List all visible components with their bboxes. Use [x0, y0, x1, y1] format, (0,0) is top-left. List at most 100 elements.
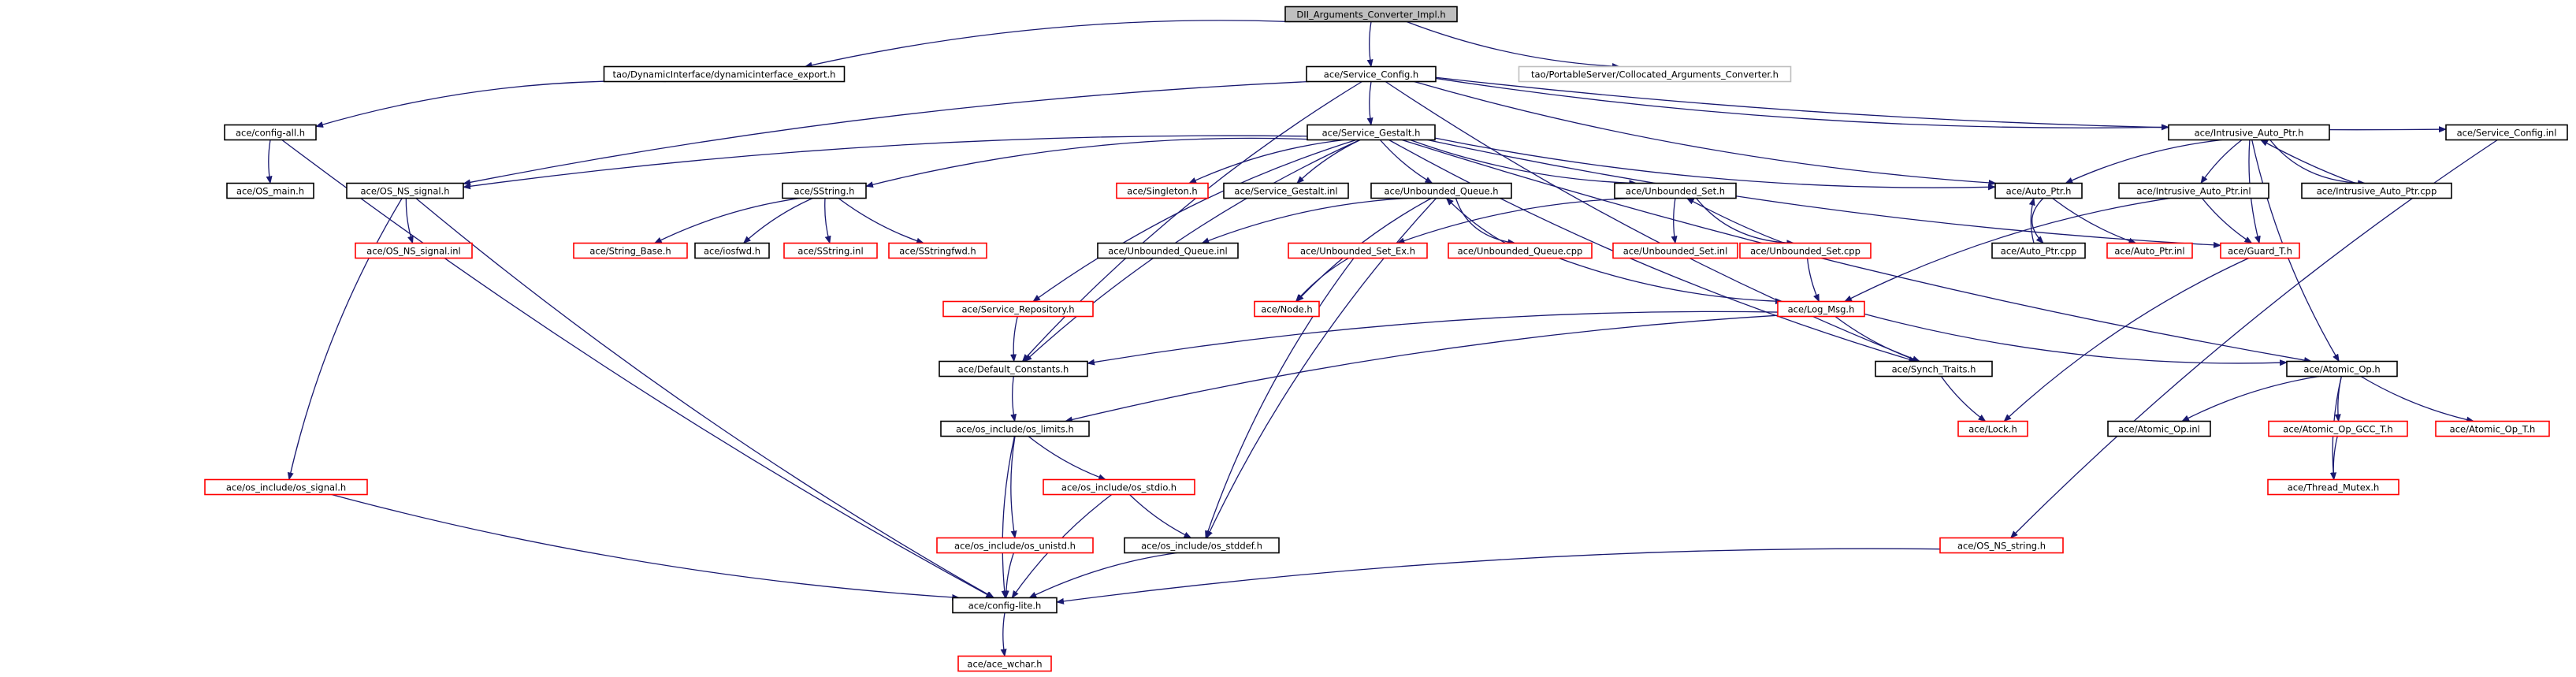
- node-configall[interactable]: ace/config-all.h: [224, 124, 317, 141]
- node-iosfwd[interactable]: ace/iosfwd.h: [694, 242, 770, 259]
- node-unbsetinl[interactable]: ace/Unbounded_Set.inl: [1612, 242, 1738, 259]
- edge-osnssignal-to-configlite: [415, 198, 995, 599]
- node-box-stringbase: [573, 242, 688, 259]
- node-label-autoptr: ace/Auto_Ptr.h: [2006, 186, 2072, 197]
- node-logmsg[interactable]: ace/Log_Msg.h: [1777, 300, 1865, 318]
- edge-svcgestalt-to-defconst: [1024, 139, 1360, 363]
- node-box-autoptrcpp: [1991, 242, 2086, 259]
- node-osnsstring[interactable]: ace/OS_NS_string.h: [1939, 537, 2064, 554]
- node-svcrepo[interactable]: ace/Service_Repository.h: [942, 300, 1094, 318]
- node-sstring[interactable]: ace/SString.h: [782, 182, 867, 199]
- node-gestaltinl[interactable]: ace/Service_Gestalt.inl: [1223, 182, 1349, 199]
- edge-unbset-to-unbsetinl: [1671, 198, 1678, 244]
- node-unbsetcpp[interactable]: ace/Unbounded_Set.cpp: [1739, 242, 1872, 259]
- edge-unbsetex-to-node: [1295, 257, 1349, 303]
- node-box-atomicopinl: [2107, 420, 2211, 437]
- edge-unbset-to-unbsetcpp: [1696, 198, 1795, 247]
- node-singleton[interactable]: ace/Singleton.h: [1116, 182, 1209, 199]
- node-box-logmsg: [1777, 300, 1865, 318]
- node-box-atomicop: [2286, 360, 2398, 378]
- node-label-svcconfig: ace/Service_Config.h: [1324, 69, 1418, 80]
- node-label-osstddef: ace/os_include/os_stddef.h: [1141, 541, 1262, 552]
- node-osunistd[interactable]: ace/os_include/os_unistd.h: [936, 537, 1094, 554]
- edge-svcgestalt-to-synchtraits: [1388, 139, 1917, 363]
- node-stringbase[interactable]: ace/String_Base.h: [573, 242, 688, 259]
- node-box-configlite: [952, 597, 1058, 614]
- node-box-gestaltinl: [1223, 182, 1349, 199]
- edge-configall-to-configlite: [281, 139, 994, 599]
- node-label-svcrepo: ace/Service_Repository.h: [961, 304, 1074, 315]
- node-box-svcconfiginl: [2445, 124, 2568, 141]
- node-svcgestalt[interactable]: ace/Service_Gestalt.h: [1307, 124, 1436, 141]
- node-export[interactable]: tao/DynamicInterface/dynamicinterface_ex…: [603, 65, 846, 83]
- edge-svcconfig-to-svcconfiginl: [1435, 76, 2447, 133]
- node-label-logmsg: ace/Log_Msg.h: [1788, 304, 1855, 315]
- node-label-singleton: ace/Singleton.h: [1127, 186, 1197, 197]
- node-box-oslimits: [940, 420, 1090, 437]
- edge-sstring-to-stringbase: [653, 197, 801, 244]
- edge-svcgestalt-to-singleton: [1188, 139, 1345, 184]
- node-box-defconst: [939, 360, 1088, 378]
- node-box-osstdio: [1043, 478, 1195, 496]
- edge-svcconfig-to-svcgestalt: [1366, 81, 1373, 126]
- node-svcconfig[interactable]: ace/Service_Config.h: [1306, 65, 1437, 83]
- edge-atomicop-to-atomicopinl: [2181, 375, 2320, 422]
- node-label-osnsstring: ace/OS_NS_string.h: [1957, 541, 2046, 552]
- node-lock[interactable]: ace/Lock.h: [1957, 420, 2028, 437]
- node-svcconfiginl[interactable]: ace/Service_Config.inl: [2445, 124, 2568, 141]
- node-osstdio[interactable]: ace/os_include/os_stdio.h: [1043, 478, 1195, 496]
- node-label-threadmutex: ace/Thread_Mutex.h: [2288, 482, 2380, 493]
- node-defconst[interactable]: ace/Default_Constants.h: [939, 360, 1088, 378]
- edge-svcgestalt-to-unbset: [1410, 139, 1637, 187]
- node-atomicop[interactable]: ace/Atomic_Op.h: [2286, 360, 2398, 378]
- node-label-colloc: tao/PortableServer/Collocated_Arguments_…: [1531, 69, 1779, 80]
- node-node[interactable]: ace/Node.h: [1254, 300, 1320, 318]
- node-box-unbq: [1370, 182, 1512, 199]
- node-osnssignalinl[interactable]: ace/OS_NS_signal.inl: [355, 242, 473, 259]
- node-dii[interactable]: DII_Arguments_Converter_Impl.h: [1284, 6, 1458, 23]
- edge-sstring-to-sstringfwd: [838, 197, 924, 244]
- node-autoptrcpp[interactable]: ace/Auto_Ptr.cpp: [1991, 242, 2086, 259]
- node-box-svcgestalt: [1307, 124, 1436, 141]
- node-atomict[interactable]: ace/Atomic_Op_T.h: [2435, 420, 2550, 437]
- edge-svcgestalt-to-osnssignal: [463, 135, 1308, 190]
- node-guardt[interactable]: ace/Guard_T.h: [2220, 242, 2300, 259]
- node-autoptr[interactable]: ace/Auto_Ptr.h: [1994, 182, 2083, 199]
- edge-oslimits-to-osstdio: [1028, 435, 1106, 481]
- node-acewchar[interactable]: ace/ace_wchar.h: [957, 655, 1052, 672]
- node-intrusiveinl[interactable]: ace/Intrusive_Auto_Ptr.inl: [2118, 182, 2269, 199]
- node-atomicgcc[interactable]: ace/Atomic_Op_GCC_T.h: [2268, 420, 2408, 437]
- node-osmain[interactable]: ace/OS_main.h: [226, 182, 314, 199]
- node-oslimits[interactable]: ace/os_include/os_limits.h: [940, 420, 1090, 437]
- node-configlite[interactable]: ace/config-lite.h: [952, 597, 1058, 614]
- node-autoptrinl[interactable]: ace/Auto_Ptr.inl: [2106, 242, 2193, 259]
- node-sstringinl[interactable]: ace/SString.inl: [783, 242, 878, 259]
- node-label-autoptrcpp: ace/Auto_Ptr.cpp: [2001, 246, 2076, 257]
- node-label-autoptrinl: ace/Auto_Ptr.inl: [2114, 246, 2184, 257]
- node-unbset[interactable]: ace/Unbounded_Set.h: [1614, 182, 1737, 199]
- edge-svcconfiginl-to-osnsstring: [2009, 139, 2498, 539]
- node-unbsetex[interactable]: ace/Unbounded_Set_Ex.h: [1288, 242, 1428, 259]
- node-threadmutex[interactable]: ace/Thread_Mutex.h: [2267, 478, 2399, 496]
- node-osnssignal[interactable]: ace/OS_NS_signal.h: [346, 182, 464, 199]
- node-intrusivecpp[interactable]: ace/Intrusive_Auto_Ptr.cpp: [2301, 182, 2452, 199]
- node-sstringfwd[interactable]: ace/SStringfwd.h: [888, 242, 987, 259]
- node-unbqcpp[interactable]: ace/Unbounded_Queue.cpp: [1448, 242, 1593, 259]
- node-intrusive[interactable]: ace/Intrusive_Auto_Ptr.h: [2168, 124, 2330, 141]
- node-osstddef[interactable]: ace/os_include/os_stddef.h: [1124, 537, 1280, 554]
- node-box-svcconfig: [1306, 65, 1437, 83]
- node-label-configall: ace/config-all.h: [236, 128, 305, 139]
- node-atomicopinl[interactable]: ace/Atomic_Op.inl: [2107, 420, 2211, 437]
- node-synchtraits[interactable]: ace/Synch_Traits.h: [1875, 360, 1993, 378]
- node-unbq[interactable]: ace/Unbounded_Queue.h: [1370, 182, 1512, 199]
- node-box-osunistd: [936, 537, 1094, 554]
- node-label-sstring: ace/SString.h: [794, 186, 855, 197]
- node-box-osmain: [226, 182, 314, 199]
- node-unbqinl[interactable]: ace/Unbounded_Queue.inl: [1097, 242, 1239, 259]
- node-label-export: tao/DynamicInterface/dynamicinterface_ex…: [613, 69, 836, 80]
- node-label-unbsetex: ace/Unbounded_Set_Ex.h: [1300, 246, 1415, 257]
- node-ossignal[interactable]: ace/os_include/os_signal.h: [204, 478, 368, 496]
- node-box-threadmutex: [2267, 478, 2399, 496]
- file-nodes: DII_Arguments_Converter_Impl.h tao/Dynami…: [204, 6, 2568, 672]
